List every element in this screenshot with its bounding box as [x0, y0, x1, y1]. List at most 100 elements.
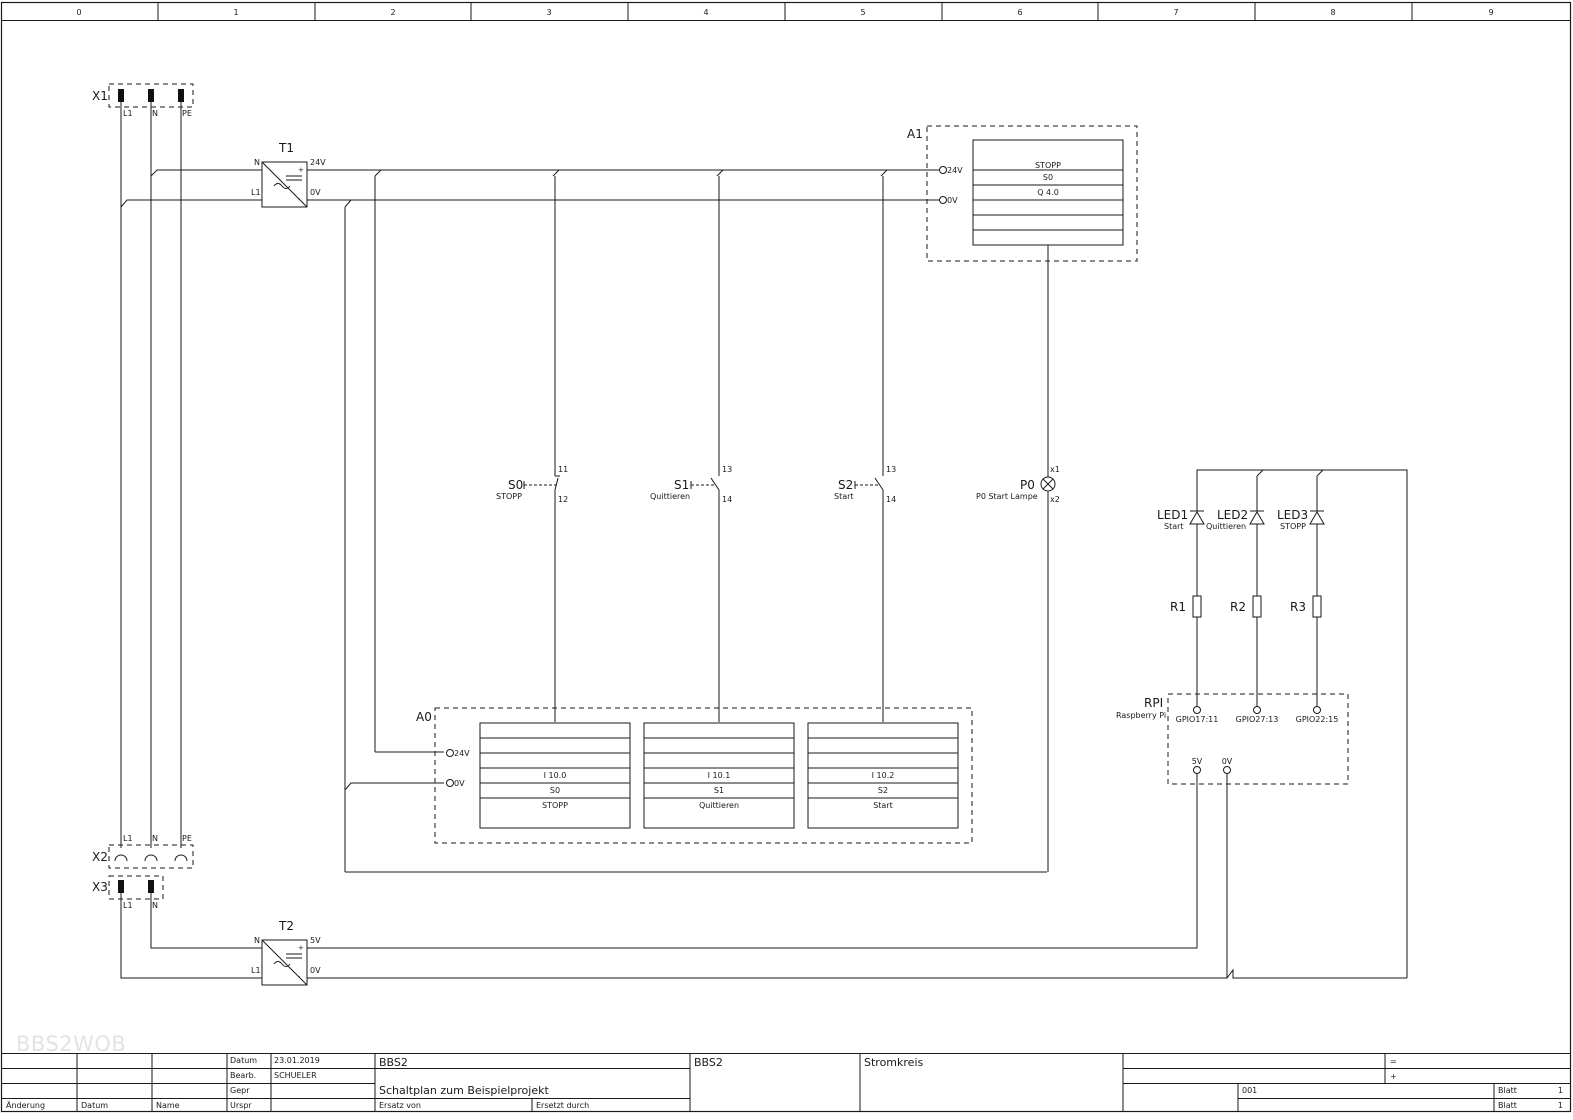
a0-m2-address: I 10.1 — [708, 771, 731, 780]
t1-out-0v: 0V — [310, 188, 321, 197]
t1-in-l1: L1 — [251, 188, 261, 197]
switch-s0[interactable]: S0 STOPP 11 12 — [496, 176, 568, 722]
power-supply-t1[interactable]: + - T1 N L1 24V 0V — [251, 141, 326, 208]
terminal-x3[interactable]: X3 L1 N — [92, 875, 164, 910]
plc-input-a0[interactable]: A0 24V 0V I 10.0 S0 STOPP I 10.1 S1 Quit… — [416, 707, 973, 844]
rail-24v — [307, 169, 940, 753]
plc-output-a1[interactable]: A1 24V 0V STOPP S0 Q 4.0 — [907, 125, 1138, 262]
rpi-0v: 0V — [1222, 757, 1233, 766]
terminal-x2[interactable]: X2 L1 N PE — [92, 834, 194, 869]
t1-out-24v: 24V — [310, 158, 326, 167]
x1-pin-l1: L1 — [123, 109, 133, 118]
r1-tag: R1 — [1170, 600, 1186, 614]
t1-tag: T1 — [278, 141, 294, 155]
a0-m3-device: S2 — [878, 786, 888, 795]
grid-col-2: 2 — [390, 8, 395, 17]
t2-tag: T2 — [278, 919, 294, 933]
a1-row-1: STOPP — [1035, 161, 1061, 170]
x3-pin-l1: L1 — [123, 901, 133, 910]
tb-company-2: BBS2 — [694, 1056, 723, 1069]
a0-m1-device: S0 — [550, 786, 560, 795]
s0-desc: STOPP — [496, 492, 522, 501]
t2-wires — [120, 770, 1407, 979]
led1-tag: LED1 — [1157, 508, 1188, 522]
s0-pin-top: 11 — [558, 465, 568, 474]
r3-tag: R3 — [1290, 600, 1306, 614]
svg-text:-: - — [298, 195, 301, 203]
grid-col-8: 8 — [1330, 8, 1335, 17]
tb-sheet-title: Stromkreis — [864, 1056, 923, 1069]
tb-label-gepr: Gepr — [230, 1086, 250, 1095]
grid-col-5: 5 — [860, 8, 865, 17]
x2-tag: X2 — [92, 850, 108, 864]
led3-tag: LED3 — [1277, 508, 1308, 522]
grid-col-0: 0 — [76, 8, 81, 17]
x1-pin-pe: PE — [182, 109, 192, 118]
p0-pin-bottom: x2 — [1050, 495, 1060, 504]
x1-pin-n: N — [152, 109, 158, 118]
led2-tag: LED2 — [1217, 508, 1248, 522]
rpi-gpio22: GPIO22:15 — [1296, 715, 1339, 724]
led-1[interactable]: LED1 Start — [1157, 508, 1205, 596]
tb-label-urspr: Urspr — [230, 1101, 252, 1110]
resistor-r3[interactable]: R3 — [1290, 595, 1322, 708]
s0-tag: S0 — [508, 478, 523, 492]
switch-s1[interactable]: S1 Quittieren 13 14 — [650, 176, 732, 722]
led-3[interactable]: LED3 STOPP — [1277, 508, 1325, 596]
x3-tag: X3 — [92, 880, 108, 894]
rpi-tag: RPI — [1144, 696, 1163, 710]
t1-primary-wires — [120, 169, 262, 208]
t2-in-l1: L1 — [251, 966, 261, 975]
x3-pin-n: N — [152, 901, 158, 910]
grid-column-labels: 0 1 2 3 4 5 6 7 8 9 — [76, 8, 1493, 17]
tb-eq: = — [1390, 1057, 1397, 1066]
led-2[interactable]: LED2 Quittieren — [1206, 508, 1265, 596]
r2-tag: R2 — [1230, 600, 1246, 614]
x2-pin-l1: L1 — [123, 834, 133, 843]
a1-tag: A1 — [907, 127, 923, 141]
svg-text:-: - — [298, 973, 301, 981]
s2-pin-bottom: 14 — [886, 495, 896, 504]
tb-label-bearb: Bearb. — [230, 1071, 256, 1080]
led3-desc: STOPP — [1280, 522, 1306, 531]
led-feed-wires — [1196, 469, 1408, 978]
tb-label-ersatz-von: Ersatz von — [379, 1101, 421, 1110]
s2-pin-top: 13 — [886, 465, 896, 474]
s2-tag: S2 — [838, 478, 853, 492]
resistor-r2[interactable]: R2 — [1230, 595, 1262, 708]
grid-col-7: 7 — [1173, 8, 1178, 17]
tb-page: 001 — [1242, 1086, 1257, 1095]
a0-module-1: I 10.0 S0 STOPP — [479, 722, 631, 829]
a0-port-24v: 24V — [454, 749, 470, 758]
a0-m2-device: S1 — [714, 786, 724, 795]
tb-project: Schaltplan zum Beispielprojekt — [379, 1084, 549, 1097]
terminal-x1[interactable]: X1 L1 N PE — [92, 83, 194, 118]
led1-desc: Start — [1164, 522, 1184, 531]
lamp-p0[interactable]: P0 P0 Start Lampe x1 x2 — [976, 465, 1060, 504]
s2-desc: Start — [834, 492, 854, 501]
raspberry-pi-rpi[interactable]: RPI Raspberry Pi GPIO17:11 GPIO27:13 GPI… — [1116, 693, 1349, 785]
resistor-r1[interactable]: R1 — [1170, 595, 1202, 708]
t2-out-5v: 5V — [310, 936, 321, 945]
tb-bearb-value: SCHUELER — [274, 1071, 317, 1080]
s1-desc: Quittieren — [650, 492, 690, 501]
a0-m2-function: Quittieren — [699, 801, 739, 810]
power-supply-t2[interactable]: + - T2 N L1 5V 0V — [251, 919, 321, 986]
a0-module-2: I 10.1 S1 Quittieren — [643, 722, 795, 829]
grid-col-1: 1 — [233, 8, 238, 17]
p0-desc: P0 Start Lampe — [976, 492, 1038, 501]
svg-text:+: + — [298, 166, 304, 174]
s1-pin-bottom: 14 — [722, 495, 732, 504]
x2-pin-pe: PE — [182, 834, 192, 843]
rpi-gpio17: GPIO17:11 — [1176, 715, 1219, 724]
x2-pin-n: N — [152, 834, 158, 843]
x1-tag: X1 — [92, 89, 108, 103]
tb-label-blatt-2: Blatt — [1498, 1101, 1517, 1110]
rail-0v — [307, 199, 1047, 873]
tb-plus: + — [1390, 1072, 1397, 1081]
switch-s2[interactable]: S2 Start 13 14 — [834, 176, 896, 722]
a1-row-3: Q 4.0 — [1037, 188, 1059, 197]
title-block: Änderung Datum Name Datum Bearb. Gepr Ur… — [2, 1053, 1570, 1111]
